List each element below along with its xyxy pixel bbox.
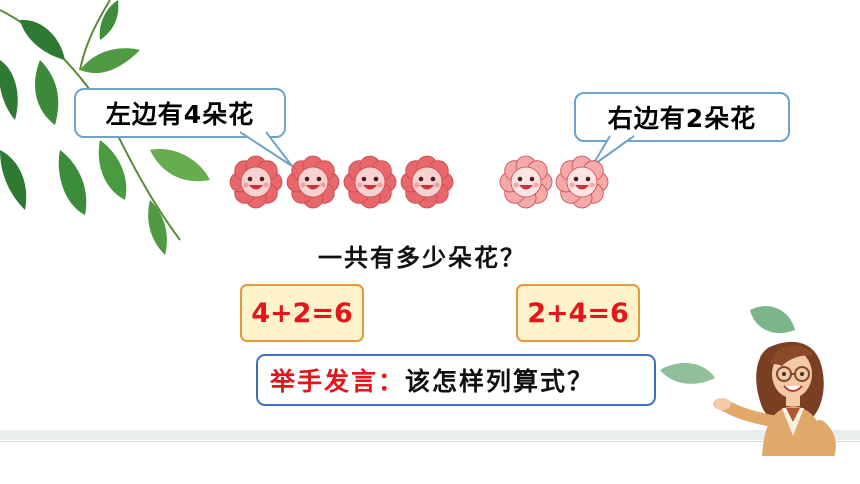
prompt-lead: 举手发言： xyxy=(270,367,406,396)
equation-right[interactable]: 2+4=6 xyxy=(516,284,640,342)
prompt-body: 该怎样列算式？ xyxy=(405,367,595,396)
equation-right-text: 2+4=6 xyxy=(527,297,629,329)
right-bubble-text: 右边有2朵花 xyxy=(607,104,757,133)
flower-light-icon xyxy=(555,155,609,209)
footer-divider xyxy=(0,441,860,442)
left-bubble-text: 左边有4朵花 xyxy=(105,100,255,129)
flower-dark-icon xyxy=(400,155,454,209)
flower-dark-icon xyxy=(286,155,340,209)
prompt-box: 举手发言： 该怎样列算式？ xyxy=(256,354,656,406)
right-speech-bubble: 右边有2朵花 xyxy=(574,92,790,142)
question-text: 一共有多少朵花？ xyxy=(318,244,526,272)
leaf-decoration xyxy=(0,0,210,255)
teacher-illustration xyxy=(713,341,836,456)
left-speech-bubble: 左边有4朵花 xyxy=(74,88,286,138)
flower-light-icon xyxy=(499,155,553,209)
left-bubble-tail xyxy=(239,130,293,167)
footer-band xyxy=(0,430,860,440)
equation-left-text: 4+2=6 xyxy=(251,297,353,329)
equation-left[interactable]: 4+2=6 xyxy=(240,284,364,342)
flower-dark-icon xyxy=(229,155,283,209)
flower-dark-icon xyxy=(343,155,397,209)
